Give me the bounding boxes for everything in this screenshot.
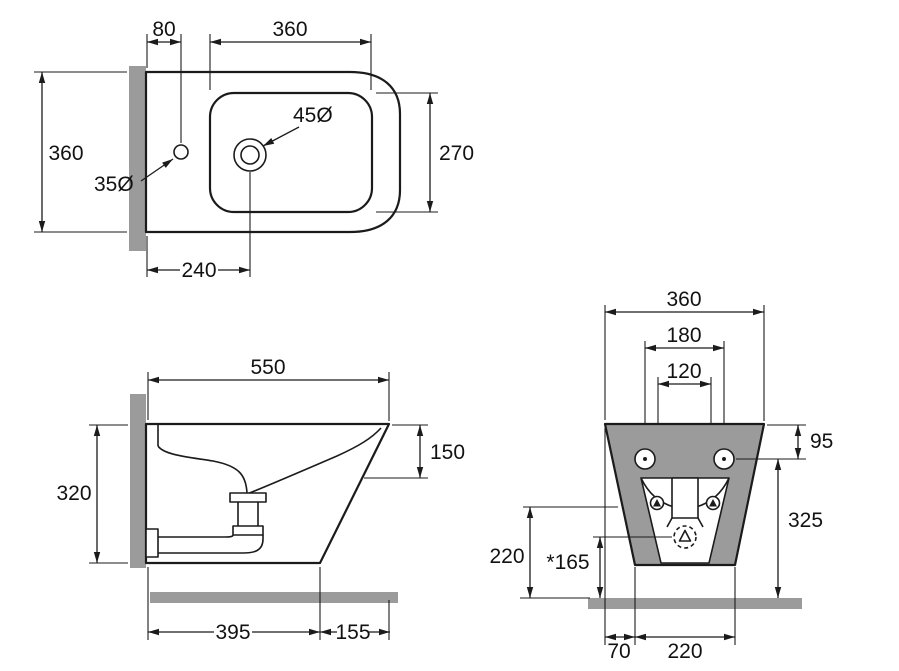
callout-drain-45: 45Ø xyxy=(262,104,333,147)
dim-hole-offset-80: 80 xyxy=(146,18,182,143)
outlet-flare-line xyxy=(697,517,704,528)
soil-outlet-box xyxy=(671,477,699,519)
dim-front-drop-150: 150 xyxy=(364,424,465,479)
dim-label-120: 120 xyxy=(666,360,701,383)
wall-bar xyxy=(129,66,146,251)
dim-label-45dia: 45Ø xyxy=(293,104,333,127)
dim-outlet-to-floor-165: *165 xyxy=(546,536,672,598)
dim-label-180: 180 xyxy=(666,324,701,347)
dim-fixing-centres-180: 180 xyxy=(644,324,725,446)
screw-triangle-right xyxy=(709,499,717,507)
dim-nose-155: 155 xyxy=(320,600,390,644)
tap-hole-35 xyxy=(173,144,189,160)
inlet-triangle-mark xyxy=(678,529,692,542)
dim-label-360-left: 360 xyxy=(48,142,83,165)
dim-label-395: 395 xyxy=(215,621,250,644)
dim-width-360: 360 xyxy=(604,288,765,421)
wall-outlet-fitting xyxy=(145,528,159,558)
wall-bar xyxy=(130,394,146,568)
dim-corner-offset-70: 70 xyxy=(604,428,636,663)
dim-label-220-left: 220 xyxy=(489,545,524,568)
drain-hole-45-inner xyxy=(240,145,260,165)
floor-bar xyxy=(588,598,802,609)
dim-label-360-front: 360 xyxy=(666,288,701,311)
view-rear-elevation: 360 180 120 xyxy=(489,288,833,663)
dim-fixing-to-floor-325: 325 xyxy=(774,459,823,598)
screw-triangle-left xyxy=(653,499,661,507)
view-top-plan: 80 360 360 270 45Ø 35Ø xyxy=(34,18,474,282)
dim-label-155: 155 xyxy=(335,621,370,644)
fixing-hole-right-center xyxy=(722,457,726,461)
drain-flange xyxy=(229,492,267,503)
dim-label-325: 325 xyxy=(788,509,823,532)
dim-base-length-395: 395 xyxy=(147,567,321,644)
trap-nut xyxy=(232,525,264,536)
floor-bar xyxy=(150,592,398,603)
dim-label-320: 320 xyxy=(56,482,91,505)
dim-label-220-bottom: 220 xyxy=(667,640,702,663)
dim-label-270: 270 xyxy=(439,142,474,165)
dim-basin-length-360: 360 xyxy=(209,18,372,90)
dim-length-550: 550 xyxy=(147,356,390,421)
water-inlet-dashed-circle xyxy=(673,525,697,549)
fixing-hole-left-center xyxy=(643,457,647,461)
leader-line xyxy=(140,158,174,182)
dim-label-240: 240 xyxy=(181,259,216,282)
trap-elbow-outer xyxy=(150,535,264,554)
bidet-profile-outline xyxy=(144,422,391,565)
outlet-flare-line xyxy=(666,517,673,528)
callout-hole-35: 35Ø xyxy=(94,158,174,196)
view-side-section: 550 150 320 395 xyxy=(56,356,465,644)
dim-label-550: 550 xyxy=(250,356,285,379)
dim-basin-width-270: 270 xyxy=(376,92,474,213)
dim-label-360-top: 360 xyxy=(272,18,307,41)
dim-label-150: 150 xyxy=(430,441,465,464)
dim-drain-offset-240: 240 xyxy=(146,172,251,282)
trap-elbow-inner xyxy=(150,534,234,538)
leader-line xyxy=(262,126,300,147)
dim-mount-height-320: 320 xyxy=(56,424,128,564)
dim-body-depth-360: 360 xyxy=(34,71,127,233)
drain-hole-45-outer xyxy=(233,138,267,172)
dim-label-35dia: 35Ø xyxy=(94,173,134,196)
dim-base-width-220: 220 xyxy=(635,567,736,663)
dim-top-to-fixing-95: 95 xyxy=(736,424,833,460)
dim-label-70: 70 xyxy=(607,640,630,663)
dim-label-80: 80 xyxy=(152,18,175,41)
dim-label-165: *165 xyxy=(546,551,589,574)
dim-label-95: 95 xyxy=(810,430,833,453)
dim-trap-to-floor-220: 220 xyxy=(489,506,618,598)
